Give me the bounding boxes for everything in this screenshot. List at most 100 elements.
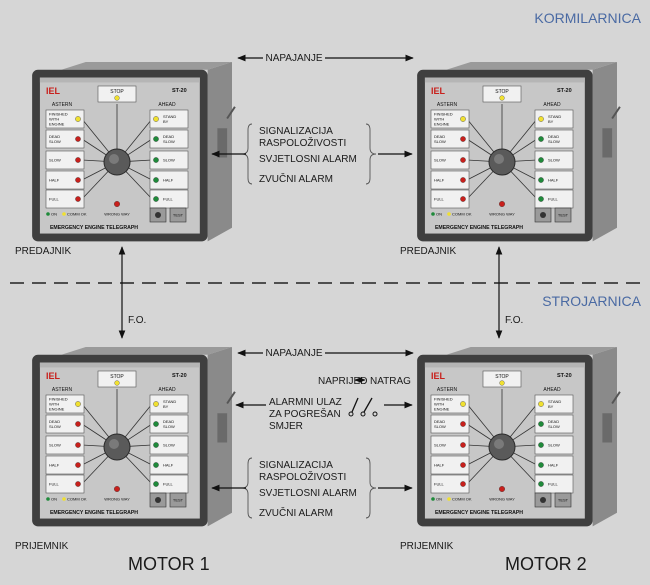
role-label-bottom-right: PRIJEMNIK <box>400 541 454 552</box>
svg-text:DEAD: DEAD <box>434 419 445 424</box>
on-led <box>46 497 50 501</box>
svg-text:DEAD: DEAD <box>548 419 559 424</box>
astern-button-4[interactable]: HALF <box>430 170 470 190</box>
svg-text:SLOW: SLOW <box>434 158 446 163</box>
astern-button-3[interactable]: SLOW <box>430 150 470 170</box>
astern-button-3[interactable]: SLOW <box>45 150 85 170</box>
fiber-label-left: F.O. <box>128 315 146 326</box>
ahead-button-5[interactable]: FULL <box>149 474 189 494</box>
ahead-label: AHEAD <box>158 387 176 393</box>
ahead-button-3[interactable]: SLOW <box>534 150 574 170</box>
role-label-top-left: PREDAJNIK <box>15 246 71 257</box>
ahead-button-4[interactable]: HALF <box>534 170 574 190</box>
ahead-button-3[interactable]: SLOW <box>149 435 189 455</box>
svg-text:BY: BY <box>163 119 169 124</box>
wrong-way-label: WRONG WAY <box>489 212 515 217</box>
svg-text:FINISHED: FINISHED <box>434 111 453 116</box>
mute-icon <box>540 497 546 503</box>
test-button[interactable] <box>169 492 187 508</box>
role-label-top-right: PREDAJNIK <box>400 246 456 257</box>
astern-button-3[interactable]: SLOW <box>430 435 470 455</box>
svg-text:WITH: WITH <box>434 117 444 122</box>
svg-text:STAND: STAND <box>163 399 176 404</box>
ahead-button-3[interactable]: SLOW <box>534 435 574 455</box>
wrong-way-led <box>113 485 120 492</box>
panel-footer: EMERGENCY ENGINE TELEGRAPH <box>50 510 138 516</box>
panel-brand-logo: IEL <box>46 86 61 96</box>
svg-text:SLOW: SLOW <box>548 443 560 448</box>
ahead-label: AHEAD <box>158 102 176 108</box>
svg-text:BY: BY <box>548 119 554 124</box>
on-led <box>431 497 435 501</box>
ahead-button-5[interactable]: FULL <box>534 189 574 209</box>
stop-button[interactable] <box>482 85 522 103</box>
panel-model: ST-20 <box>557 373 572 379</box>
svg-text:FINISHED: FINISHED <box>49 396 68 401</box>
test-button[interactable] <box>169 207 187 223</box>
ahead-button-4[interactable]: HALF <box>534 455 574 475</box>
motor-1-label: MOTOR 1 <box>128 554 210 574</box>
panel-model: ST-20 <box>557 88 572 94</box>
panel-model: ST-20 <box>172 373 187 379</box>
ahead-button-4[interactable]: HALF <box>149 455 189 475</box>
astern-button-4[interactable]: HALF <box>45 170 85 190</box>
svg-text:STAND: STAND <box>163 114 176 119</box>
signal-brace-right-bottom <box>365 457 377 519</box>
panel-model: ST-20 <box>172 88 187 94</box>
ahead-button-5[interactable]: FULL <box>149 189 189 209</box>
svg-text:DEAD: DEAD <box>163 134 174 139</box>
power-label-top: NAPAJANJE <box>265 53 322 64</box>
svg-text:FULL: FULL <box>548 482 559 487</box>
svg-text:SLOW: SLOW <box>163 424 175 429</box>
svg-text:ENGINE: ENGINE <box>434 407 450 412</box>
alarm-input-line-1: ALARMNI ULAZ <box>269 397 342 408</box>
ahead-button-3[interactable]: SLOW <box>149 150 189 170</box>
comm-ok-led <box>62 497 66 501</box>
test-label: TEST <box>558 213 569 218</box>
signal-light-alarm-top: SVJETLOSNI ALARM <box>259 154 357 165</box>
wrong-way-led <box>113 200 120 207</box>
test-button[interactable] <box>554 492 572 508</box>
svg-text:HALF: HALF <box>163 178 174 183</box>
wrong-way-led <box>498 485 505 492</box>
astern-button-5[interactable]: FULL <box>45 189 85 209</box>
ahead-button-5[interactable]: FULL <box>534 474 574 494</box>
astern-button-4[interactable]: HALF <box>45 455 85 475</box>
astern-button-5[interactable]: FULL <box>430 189 470 209</box>
astern-button-5[interactable]: FULL <box>45 474 85 494</box>
mute-icon <box>540 212 546 218</box>
stop-button[interactable] <box>482 370 522 388</box>
wrong-way-label: WRONG WAY <box>104 212 130 217</box>
astern-button-4[interactable]: HALF <box>430 455 470 475</box>
ahead-button-4[interactable]: HALF <box>149 170 189 190</box>
astern-button-3[interactable]: SLOW <box>45 435 85 455</box>
astern-button-5[interactable]: FULL <box>430 474 470 494</box>
astern-label: ASTERN <box>437 387 458 393</box>
svg-text:HALF: HALF <box>49 463 60 468</box>
motor-2-label: MOTOR 2 <box>505 554 587 574</box>
stop-button[interactable] <box>97 370 137 388</box>
svg-text:SLOW: SLOW <box>49 139 61 144</box>
stop-button[interactable] <box>97 85 137 103</box>
svg-text:DEAD: DEAD <box>49 134 60 139</box>
svg-text:FULL: FULL <box>163 482 174 487</box>
test-button[interactable] <box>554 207 572 223</box>
